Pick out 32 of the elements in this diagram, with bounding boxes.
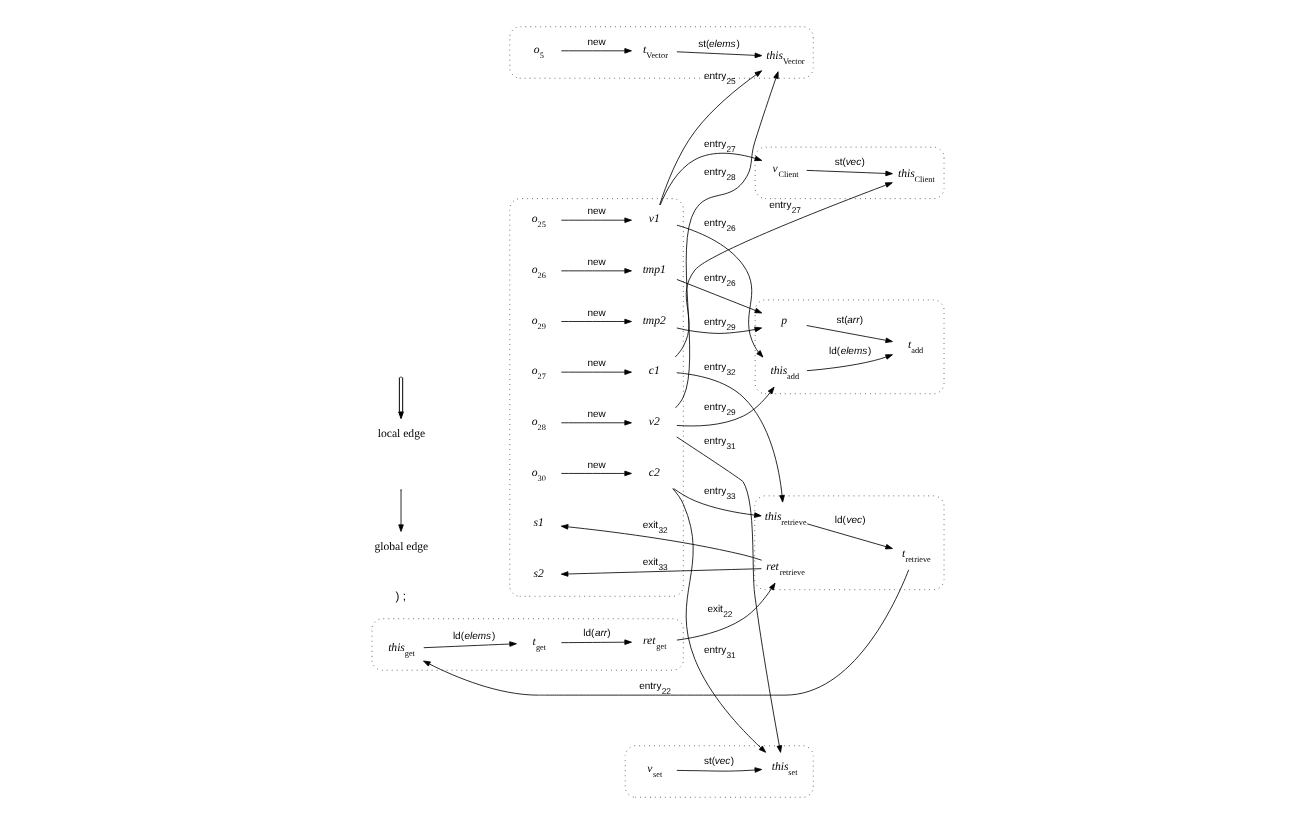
- arrow: [676, 224, 764, 358]
- arrow: [560, 318, 632, 325]
- arrow: [423, 641, 517, 649]
- cluster: [509, 198, 684, 597]
- arrow: [560, 470, 632, 477]
- arrow: [560, 217, 632, 223]
- arrow: [676, 279, 763, 314]
- arrow: [560, 568, 762, 577]
- arrow: [659, 152, 763, 206]
- arrow: [560, 48, 632, 54]
- arrow: [560, 524, 763, 561]
- arrow: [560, 639, 632, 645]
- arrow: [560, 268, 632, 274]
- arrow: [675, 71, 779, 409]
- arrow: [672, 488, 767, 753]
- arrow: [423, 569, 910, 696]
- arrow: [676, 436, 783, 753]
- arrow: [676, 386, 775, 427]
- arrow: [806, 523, 893, 550]
- arrow: [560, 369, 632, 375]
- arrow: [676, 582, 776, 641]
- arrow: [676, 51, 763, 59]
- arrow: [806, 325, 893, 343]
- arrow: [676, 326, 763, 334]
- arrow: [676, 767, 763, 773]
- arrow: [659, 70, 763, 206]
- arrow: [806, 169, 893, 177]
- arrow: [676, 372, 785, 503]
- arrow: [673, 488, 762, 518]
- arrow: [806, 354, 893, 372]
- arrow: [674, 182, 893, 358]
- arrow: [560, 420, 632, 426]
